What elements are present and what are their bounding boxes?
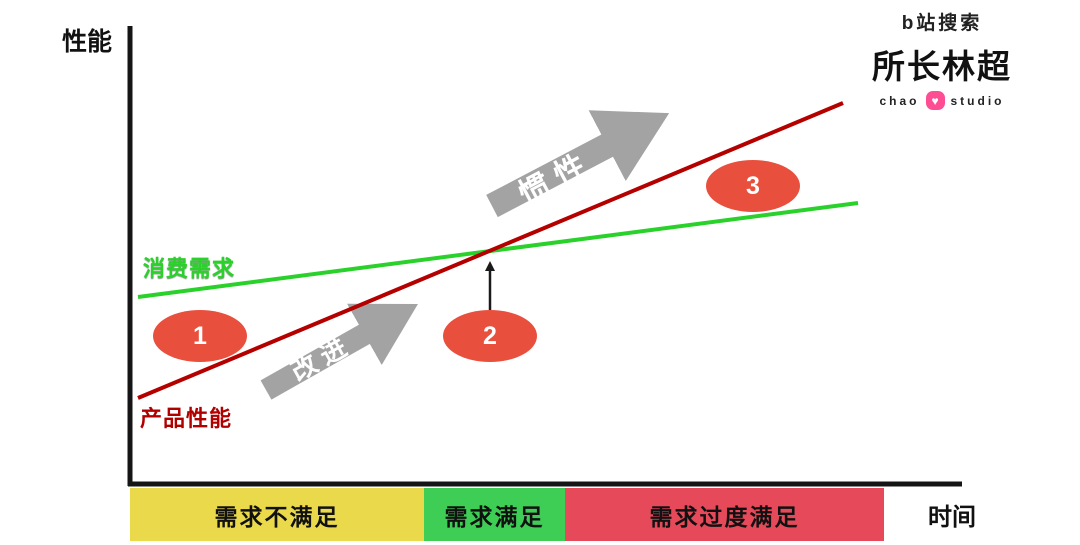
- product-performance-line: [137, 101, 844, 400]
- inertia-block-arrow: [486, 110, 670, 218]
- watermark-channel-name: 所长林超: [872, 47, 1012, 86]
- band-met-demand: 需求满足: [424, 488, 565, 541]
- watermark-search-hint: b站搜索: [901, 13, 983, 34]
- demand-line: [137, 201, 859, 299]
- band-unmet-demand-label: 需求不满足: [214, 503, 340, 530]
- heart-logo-icon: ♥: [925, 91, 945, 110]
- stage-marker-1: 1: [153, 310, 247, 362]
- watermark-brand-row: chao ♥ studio: [862, 91, 1022, 110]
- channel-watermark: b站搜索 所长林超 chao ♥ studio: [862, 8, 1022, 110]
- demand-line-label: 消费需求: [143, 256, 236, 281]
- stage-marker-2: 2: [443, 310, 537, 362]
- band-over-met-demand: 需求过度满足: [565, 488, 884, 541]
- stage-marker-3: 3: [706, 160, 800, 212]
- improve-block-arrow: [260, 303, 418, 400]
- band-over-met-demand-label: 需求过度满足: [649, 503, 800, 530]
- stage-marker-3-label: 3: [746, 171, 760, 200]
- y-axis-label: 性能: [62, 28, 113, 56]
- band-met-demand-label: 需求满足: [444, 503, 545, 530]
- product-line-label: 产品性能: [140, 406, 233, 431]
- watermark-brand-right: studio: [950, 93, 1005, 108]
- watermark-brand-left: chao: [879, 93, 920, 108]
- stage-marker-1-label: 1: [193, 321, 207, 350]
- stage-marker-2-label: 2: [483, 321, 497, 350]
- band-unmet-demand: 需求不满足: [130, 488, 424, 541]
- x-axis-label: 时间: [928, 504, 976, 531]
- x-axis-bands: 需求不满足 需求满足 需求过度满足: [130, 488, 884, 541]
